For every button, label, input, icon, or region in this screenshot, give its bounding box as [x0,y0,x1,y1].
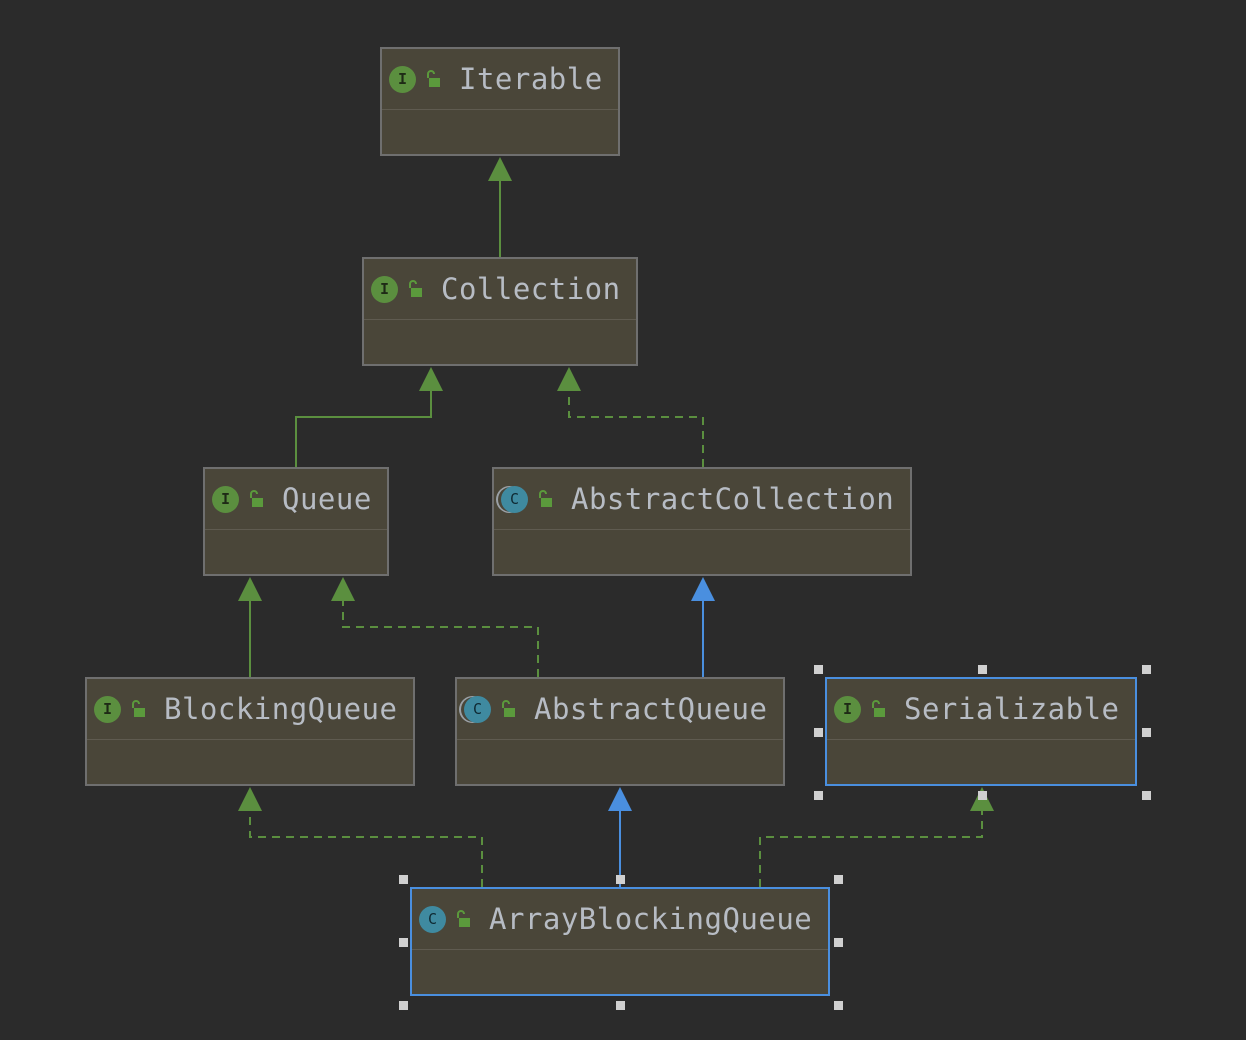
interface-icon: I [371,275,398,303]
resize-handle[interactable] [834,938,843,947]
node-serializable[interactable]: I Serializable [825,677,1137,786]
arrowhead [238,577,262,601]
node-header: C ArrayBlockingQueue [412,889,828,950]
resize-handle[interactable] [1142,665,1151,674]
node-abstract-collection[interactable]: C AbstractCollection [492,467,912,576]
resize-handle[interactable] [814,665,823,674]
class-icon: C [419,905,446,933]
resize-handle[interactable] [1142,791,1151,800]
edge-abstractqueue-queue [342,600,539,677]
node-header: C AbstractQueue [457,679,783,740]
node-header: I Collection [364,259,636,320]
resize-handle[interactable] [834,1001,843,1010]
node-queue[interactable]: I Queue [203,467,389,576]
unlocked-public-icon [406,279,424,299]
unlocked-public-icon [499,699,517,719]
node-header: I Serializable [827,679,1135,740]
resize-handle[interactable] [814,791,823,800]
node-header: I Queue [205,469,387,530]
interface-icon: I [94,695,121,723]
interface-icon: I [389,65,416,93]
interface-icon: I [212,485,239,513]
unlocked-public-icon [454,909,472,929]
edge-queue-collection [295,390,432,467]
arrowhead [488,157,512,181]
arrowhead [238,787,262,811]
resize-handle[interactable] [399,875,408,884]
abstract-class-icon: C [501,485,528,513]
node-header: I BlockingQueue [87,679,413,740]
node-collection[interactable]: I Collection [362,257,638,366]
edge-arrayblockingqueue-serializable [759,810,983,887]
resize-handle[interactable] [616,1001,625,1010]
unlocked-public-icon [247,489,265,509]
edge-abstractcollection-collection [568,390,704,467]
resize-handle[interactable] [616,875,625,884]
arrowhead [419,367,443,391]
arrowhead [691,577,715,601]
node-iterable[interactable]: I Iterable [380,47,620,156]
node-label: AbstractCollection [571,482,895,516]
node-header: I Iterable [382,49,618,110]
resize-handle[interactable] [399,1001,408,1010]
node-label: Iterable [459,62,603,96]
node-label: ArrayBlockingQueue [489,902,813,936]
node-array-blocking-queue[interactable]: C ArrayBlockingQueue [410,887,830,996]
resize-handle[interactable] [834,875,843,884]
unlocked-public-icon [869,699,887,719]
node-label: Collection [441,272,621,306]
resize-handle[interactable] [399,938,408,947]
node-label: AbstractQueue [534,692,768,726]
resize-handle[interactable] [978,665,987,674]
node-abstract-queue[interactable]: C AbstractQueue [455,677,785,786]
node-label: Queue [282,482,372,516]
resize-handle[interactable] [814,728,823,737]
unlocked-public-icon [424,69,442,89]
unlocked-public-icon [129,699,147,719]
arrowhead [557,367,581,391]
edge-arrayblockingqueue-blockingqueue [249,810,483,887]
interface-icon: I [834,695,861,723]
abstract-class-icon: C [464,695,491,723]
resize-handle[interactable] [978,791,987,800]
node-label: Serializable [904,692,1120,726]
node-header: C AbstractCollection [494,469,910,530]
resize-handle[interactable] [1142,728,1151,737]
arrowhead [331,577,355,601]
node-blocking-queue[interactable]: I BlockingQueue [85,677,415,786]
arrowhead [608,787,632,811]
node-label: BlockingQueue [164,692,398,726]
unlocked-public-icon [536,489,554,509]
